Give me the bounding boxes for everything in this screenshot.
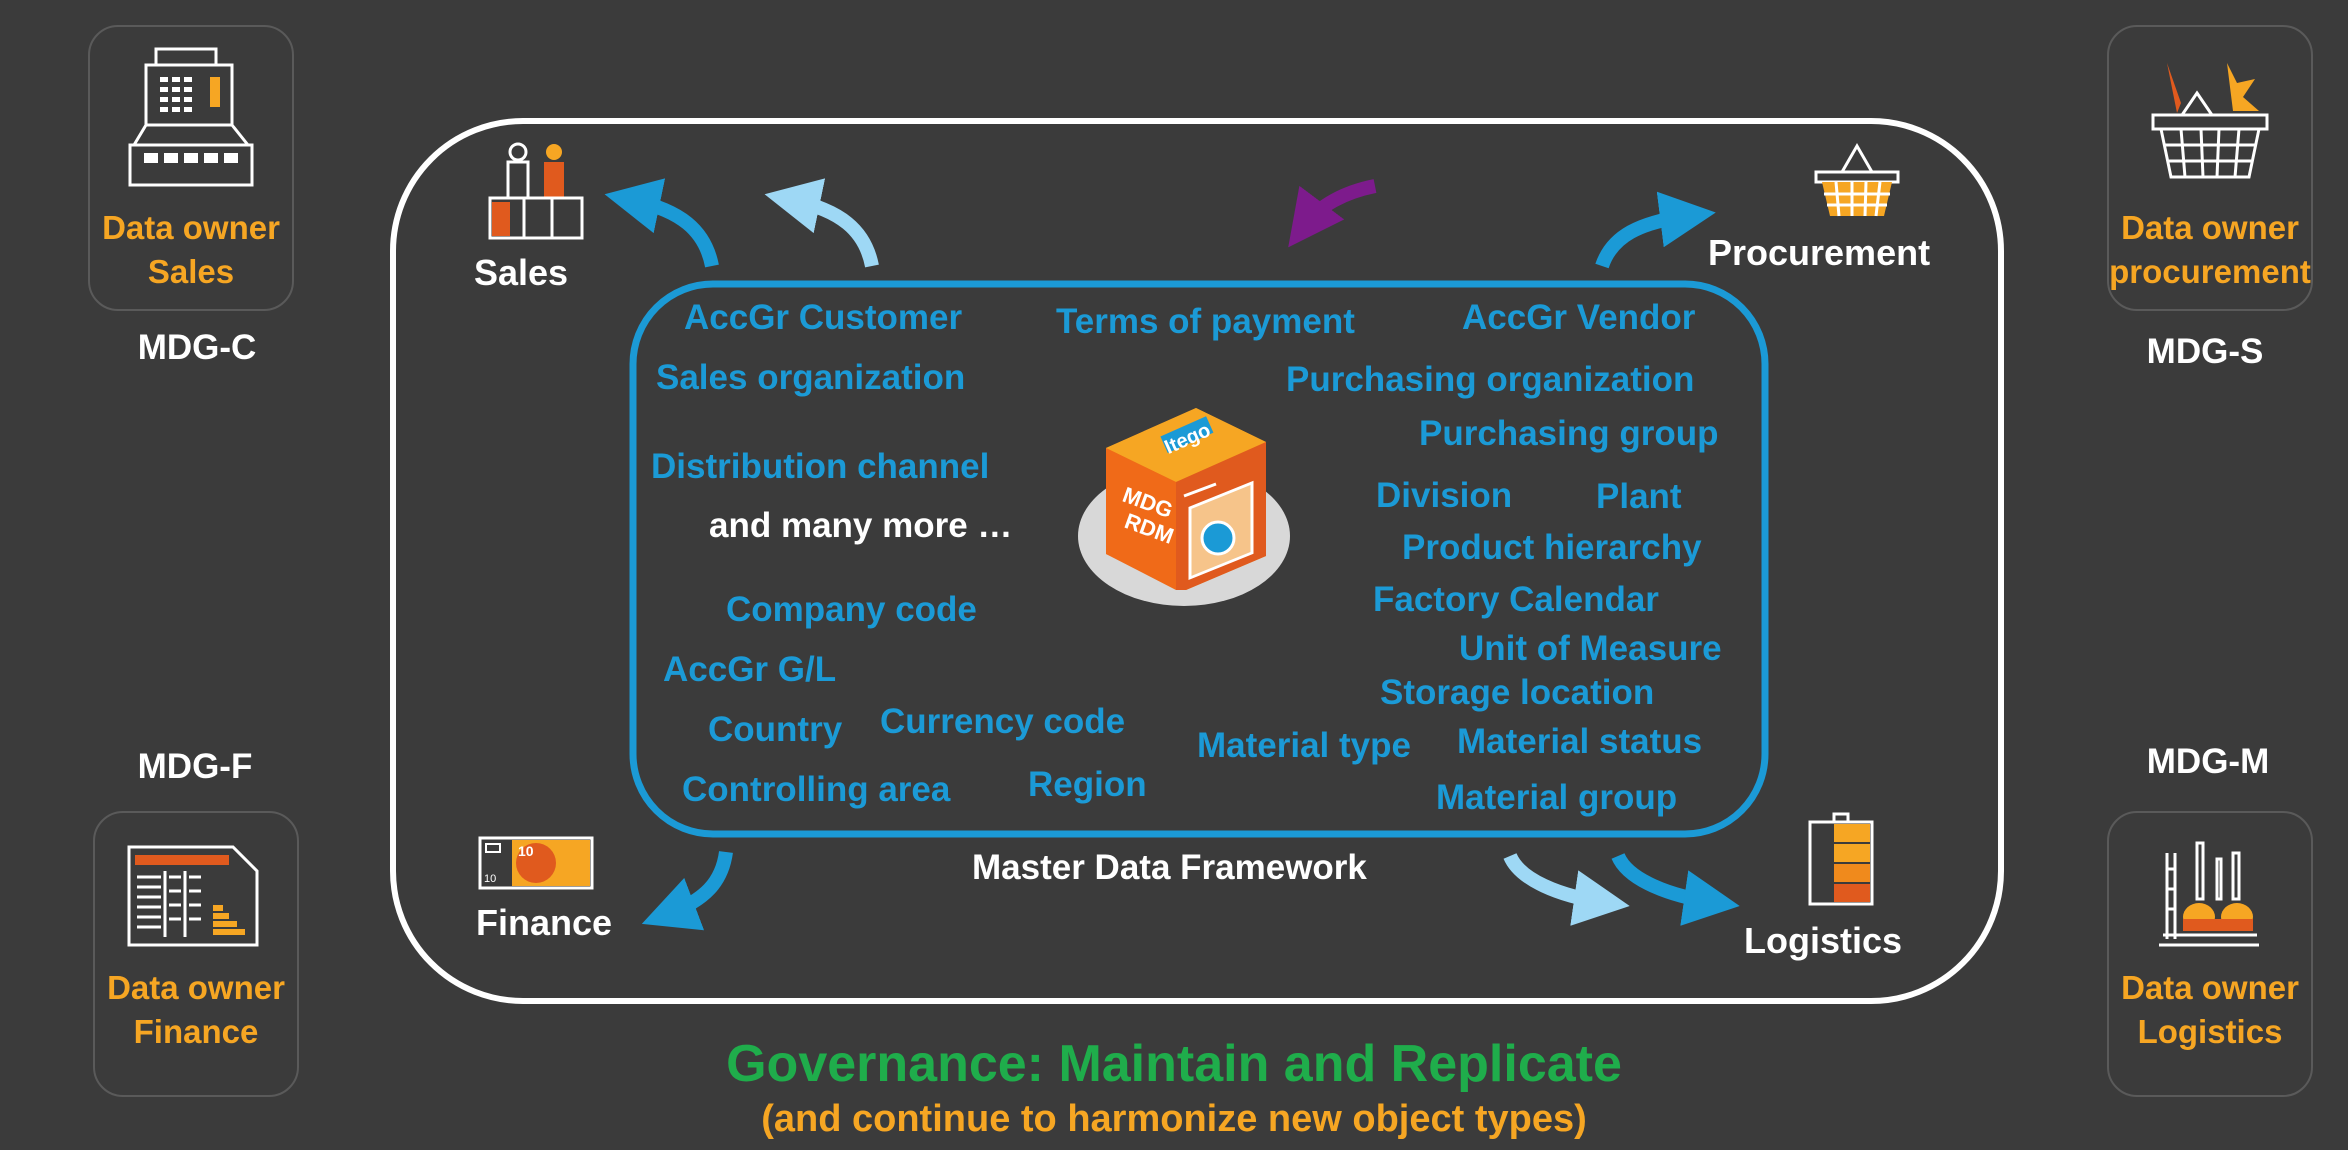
arrow-light-to-logistics	[1503, 852, 1630, 926]
term-storage-location: Storage location	[1380, 673, 1655, 712]
governance-title: Governance: Maintain and Replicate	[726, 1035, 1622, 1093]
sales-people-icon	[488, 142, 584, 240]
owner-logistics-line1: Data owner	[2121, 969, 2299, 1006]
mdg-m-label: MDG-M	[2146, 742, 2270, 781]
mdg-rdm-safe-icon	[1078, 408, 1290, 606]
arrow-from-sales	[764, 178, 879, 268]
term-unit-of-measure: Unit of Measure	[1459, 629, 1722, 668]
area-finance-label: Finance	[476, 902, 613, 943]
term-region: Region	[1028, 765, 1147, 804]
term-product-hierarchy: Product hierarchy	[1402, 528, 1702, 567]
svg-text:10: 10	[484, 873, 496, 885]
area-logistics-label: Logistics	[1744, 920, 1903, 961]
owner-box-finance: Data owner Finance	[93, 811, 299, 1097]
owner-sales-line2: Sales	[147, 253, 235, 290]
shopping-basket-icon	[2151, 63, 2269, 179]
finance-banknote-icon: 10 10	[478, 836, 594, 890]
arrow-to-finance	[641, 850, 733, 931]
framework-label: Master Data Framework	[972, 848, 1367, 887]
term-accgr-gl: AccGr G/L	[663, 650, 837, 689]
logistics-stack-icon	[1808, 812, 1874, 906]
owner-box-procurement: Data owner procurement	[2107, 25, 2313, 311]
term-company-code: Company code	[726, 590, 977, 629]
term-factory-calendar: Factory Calendar	[1373, 580, 1659, 619]
factory-plant-icon	[2159, 841, 2259, 947]
arrow-purple	[1288, 179, 1377, 248]
term-material-status: Material status	[1457, 722, 1703, 761]
term-material-type: Material type	[1197, 726, 1411, 765]
term-distribution-channel: Distribution channel	[651, 447, 990, 486]
owner-finance-line1: Data owner	[107, 969, 285, 1006]
term-material-group: Material group	[1436, 778, 1678, 817]
arrow-to-sales	[604, 178, 719, 268]
term-country: Country	[708, 710, 843, 749]
owner-box-sales: Data owner Sales	[88, 25, 294, 311]
term-plant: Plant	[1596, 477, 1682, 516]
arrow-to-procurement	[1595, 191, 1716, 269]
cash-register-icon	[128, 47, 254, 187]
mdg-c-label: MDG-C	[137, 328, 257, 367]
mdg-f-label: MDG-F	[137, 747, 253, 786]
svg-text:10: 10	[518, 843, 534, 859]
owner-logistics-line2: Logistics	[2137, 1013, 2283, 1050]
term-accgr-vendor: AccGr Vendor	[1462, 298, 1696, 337]
term-sales-organization: Sales organization	[656, 358, 966, 397]
financial-document-icon	[127, 845, 259, 947]
area-sales-label: Sales	[474, 252, 569, 293]
term-terms-of-payment: Terms of payment	[1056, 302, 1355, 341]
term-division: Division	[1376, 476, 1513, 515]
term-purchasing-organization: Purchasing organization	[1286, 360, 1695, 399]
mdg-s-label: MDG-S	[2146, 332, 2264, 371]
term-controlling-area: Controlling area	[682, 770, 951, 809]
owner-procurement-line1: Data owner	[2121, 209, 2299, 246]
arrow-to-logistics	[1611, 852, 1740, 926]
term-purchasing-group: Purchasing group	[1419, 414, 1719, 453]
governance-subtitle: (and continue to harmonize new object ty…	[761, 1098, 1587, 1140]
term-currency-code: Currency code	[880, 702, 1126, 741]
term-and-many-more: and many more …	[709, 506, 1013, 545]
area-procurement-label: Procurement	[1708, 232, 1931, 273]
owner-box-logistics: Data owner Logistics	[2107, 811, 2313, 1097]
owner-sales-line1: Data owner	[102, 209, 280, 246]
owner-procurement-line2: procurement	[2109, 253, 2311, 290]
procurement-basket-icon	[1814, 142, 1900, 217]
owner-finance-line2: Finance	[133, 1013, 259, 1050]
term-accgr-customer: AccGr Customer	[684, 298, 963, 337]
